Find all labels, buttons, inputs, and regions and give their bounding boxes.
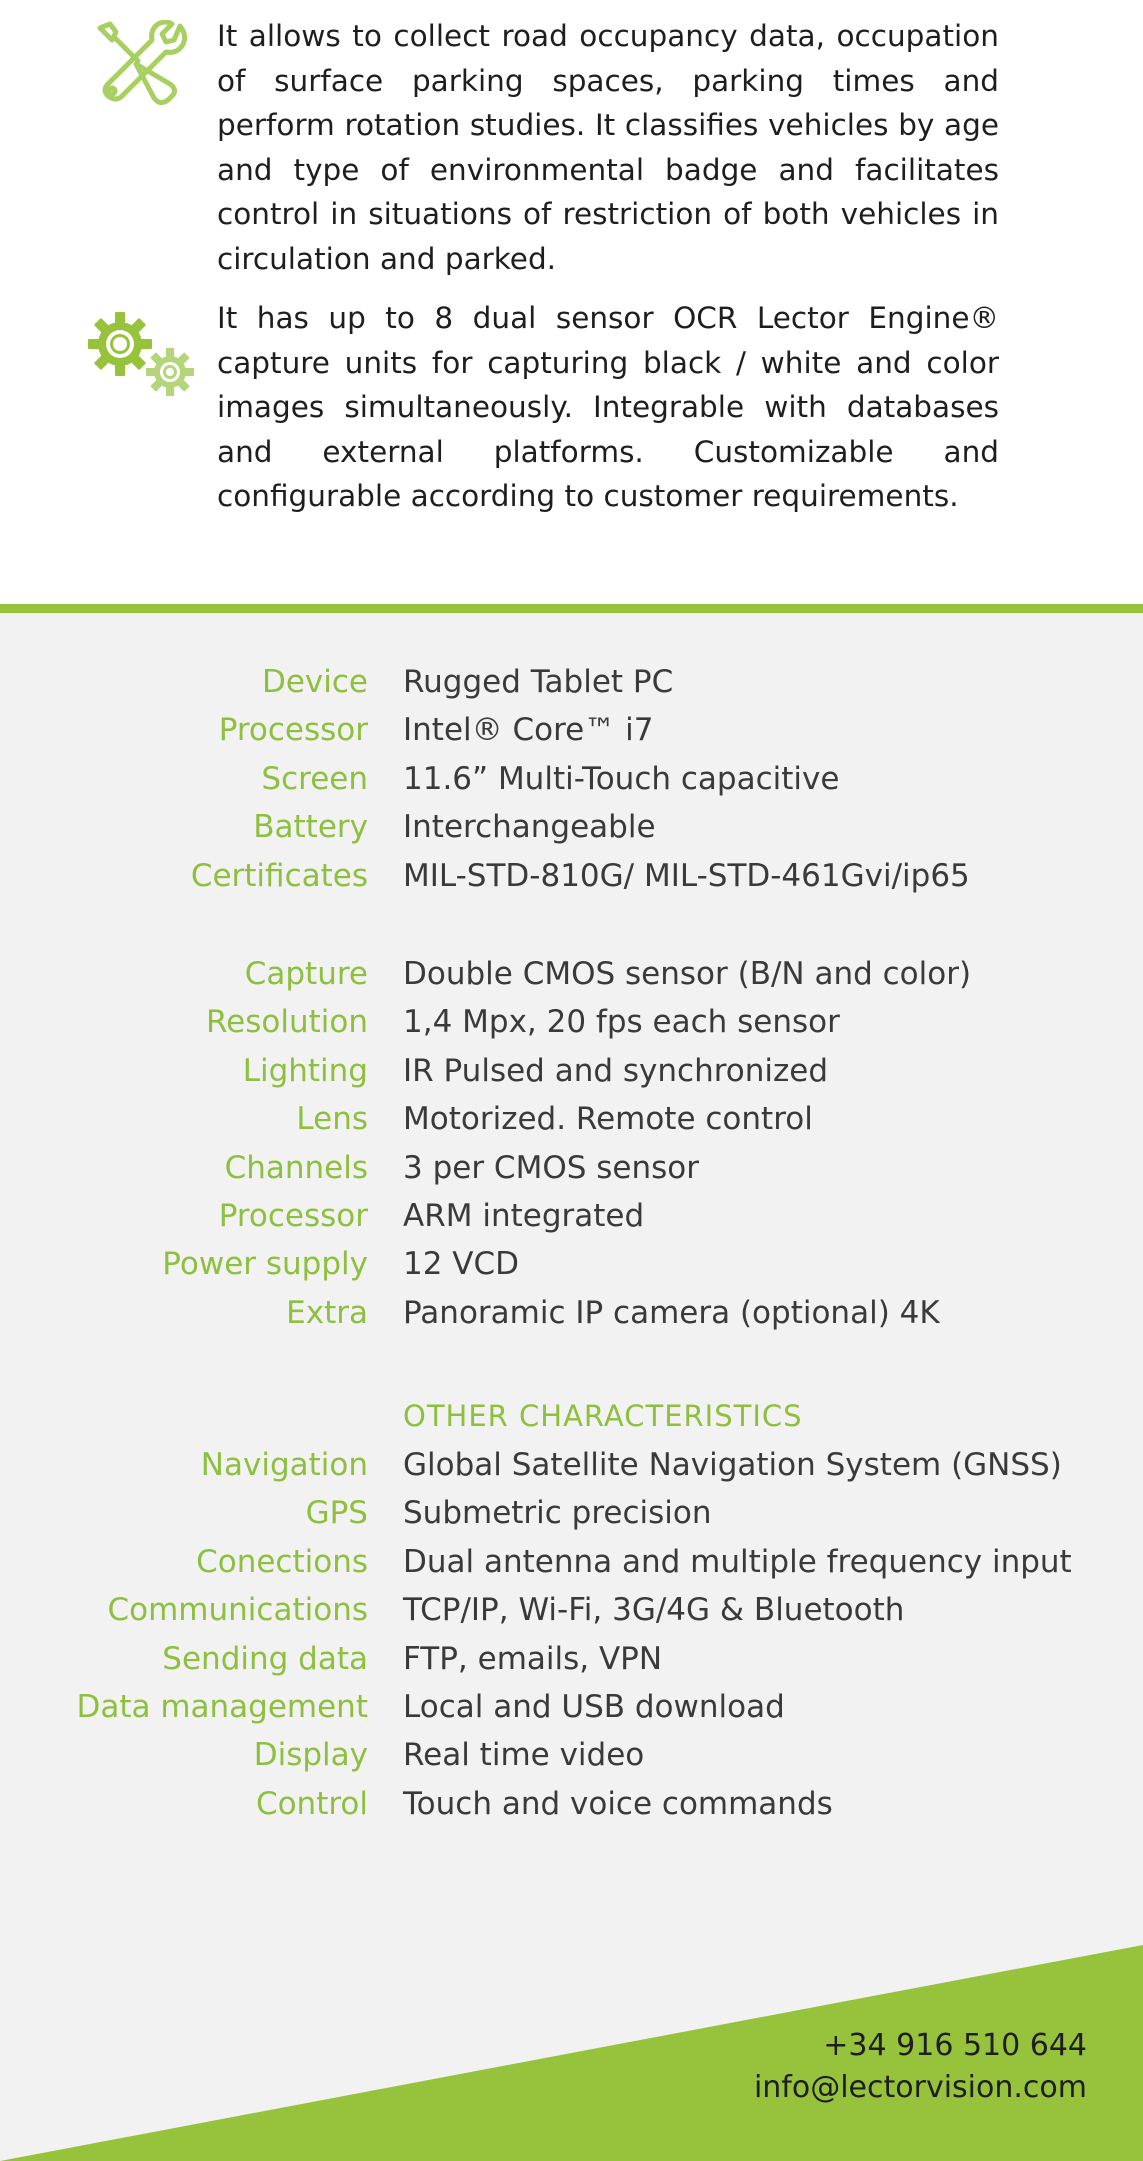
spec-value: ARM integrated bbox=[403, 1197, 645, 1234]
spec-row: Battery Interchangeable bbox=[0, 803, 1143, 851]
spec-row: Processor ARM integrated bbox=[0, 1192, 1143, 1240]
spec-value: 3 per CMOS sensor bbox=[403, 1149, 699, 1186]
spec-row: Channels 3 per CMOS sensor bbox=[0, 1144, 1143, 1192]
specifications-panel bbox=[0, 613, 1143, 2161]
spec-row: Resolution 1,4 Mpx, 20 fps each sensor bbox=[0, 998, 1143, 1046]
tools-icon bbox=[97, 20, 188, 106]
spec-value: Global Satellite Navigation System (GNSS… bbox=[403, 1447, 1062, 1483]
intro-paragraph: It has up to 8 dual sensor OCR Lector En… bbox=[217, 301, 999, 513]
spec-label: Battery bbox=[253, 809, 368, 846]
spec-row: Display Real time video bbox=[0, 1731, 1143, 1779]
spec-value: Rugged Tablet PC bbox=[403, 664, 674, 700]
spec-label: Sending data bbox=[162, 1640, 368, 1677]
spec-label: Device bbox=[261, 664, 368, 700]
spec-row: Capture Double CMOS sensor (B/N and colo… bbox=[0, 950, 1143, 998]
footer-green-wedge bbox=[0, 1945, 1143, 2161]
spec-row: Conections Dual antenna and multiple fre… bbox=[0, 1538, 1143, 1586]
spec-value: TCP/IP, Wi-Fi, 3G/4G & Bluetooth bbox=[403, 1592, 905, 1629]
spec-label: Conections bbox=[196, 1543, 368, 1580]
spec-label: Navigation bbox=[200, 1447, 368, 1483]
spec-row: Sending data FTP, emails, VPN bbox=[0, 1635, 1143, 1683]
spec-row: Screen 11.6” Multi-Touch capacitive bbox=[0, 755, 1143, 803]
spec-value: 1,4 Mpx, 20 fps each sensor bbox=[403, 1004, 840, 1041]
spec-value: 11.6” Multi-Touch capacitive bbox=[403, 760, 840, 797]
spec-value: 12 VCD bbox=[403, 1246, 520, 1283]
spec-label: Display bbox=[253, 1737, 368, 1774]
spec-value: Dual antenna and multiple frequency inpu… bbox=[403, 1543, 1072, 1580]
spec-value: Submetric precision bbox=[403, 1495, 712, 1532]
spec-row: Processor Intel® Core™ i7 bbox=[0, 706, 1143, 754]
spec-label: Capture bbox=[244, 956, 368, 992]
spec-value: Real time video bbox=[403, 1737, 645, 1774]
spec-label: Power supply bbox=[162, 1246, 368, 1283]
other-specs: Navigation Global Satellite Navigation S… bbox=[0, 1441, 1143, 1828]
section-divider bbox=[0, 604, 1143, 613]
spec-row: Power supply 12 VCD bbox=[0, 1240, 1143, 1288]
spec-label: Lens bbox=[296, 1101, 368, 1138]
tablet-specs: Device Rugged Tablet PC Processor Intel®… bbox=[0, 658, 1143, 900]
intro-section: It allows to collect road occupancy data… bbox=[0, 0, 1143, 605]
spec-label: Processor bbox=[218, 1197, 368, 1234]
spec-value: Interchangeable bbox=[403, 809, 656, 846]
spec-row: Communications TCP/IP, Wi-Fi, 3G/4G & Bl… bbox=[0, 1586, 1143, 1634]
spec-row: GPS Submetric precision bbox=[0, 1489, 1143, 1537]
spec-value: Motorized. Remote control bbox=[403, 1101, 813, 1138]
spec-label: Resolution bbox=[206, 1004, 368, 1041]
spec-label: Channels bbox=[224, 1149, 368, 1186]
spec-row: Certificates MIL-STD-810G/ MIL-STD-461Gv… bbox=[0, 852, 1143, 900]
spec-row: Navigation Global Satellite Navigation S… bbox=[0, 1441, 1143, 1489]
spec-row: Device Rugged Tablet PC bbox=[0, 658, 1143, 706]
spec-row: Data management Local and USB download bbox=[0, 1683, 1143, 1731]
spec-value: Panoramic IP camera (optional) 4K bbox=[403, 1294, 940, 1331]
spec-label: Control bbox=[255, 1785, 368, 1822]
contact-phone[interactable]: +34 916 510 644 bbox=[823, 2028, 1087, 2063]
spec-value: MIL-STD-810G/ MIL-STD-461Gvi/ip65 bbox=[403, 857, 970, 894]
spec-row: Extra Panoramic IP camera (optional) 4K bbox=[0, 1289, 1143, 1337]
spec-label: Screen bbox=[261, 760, 368, 797]
gears-icon bbox=[88, 312, 194, 396]
spec-value: Double CMOS sensor (B/N and color) bbox=[403, 956, 972, 992]
spec-value: Touch and voice commands bbox=[403, 1785, 833, 1822]
spec-row: Lens Motorized. Remote control bbox=[0, 1095, 1143, 1143]
spec-label: Data management bbox=[76, 1688, 368, 1725]
spec-label: Lighting bbox=[242, 1052, 368, 1089]
intro-paragraph: It allows to collect road occupancy data… bbox=[217, 19, 999, 276]
spec-value: FTP, emails, VPN bbox=[403, 1640, 663, 1677]
spec-value: Local and USB download bbox=[403, 1688, 785, 1725]
contact-email[interactable]: info@lectorvision.com bbox=[753, 2070, 1087, 2105]
spec-label: GPS bbox=[305, 1495, 368, 1532]
capture-specs: Capture Double CMOS sensor (B/N and colo… bbox=[0, 950, 1143, 1337]
spec-label: Extra bbox=[286, 1294, 368, 1331]
spec-label: Certificates bbox=[190, 857, 368, 894]
other-characteristics-heading: OTHER CHARACTERISTICS bbox=[403, 1399, 803, 1433]
spec-row: Lighting IR Pulsed and synchronized bbox=[0, 1047, 1143, 1095]
spec-label: Communications bbox=[107, 1592, 369, 1629]
spec-value: IR Pulsed and synchronized bbox=[403, 1052, 829, 1089]
spec-label: Processor bbox=[218, 712, 368, 749]
spec-value: Intel® Core™ i7 bbox=[403, 712, 654, 749]
spec-row: Control Touch and voice commands bbox=[0, 1780, 1143, 1828]
